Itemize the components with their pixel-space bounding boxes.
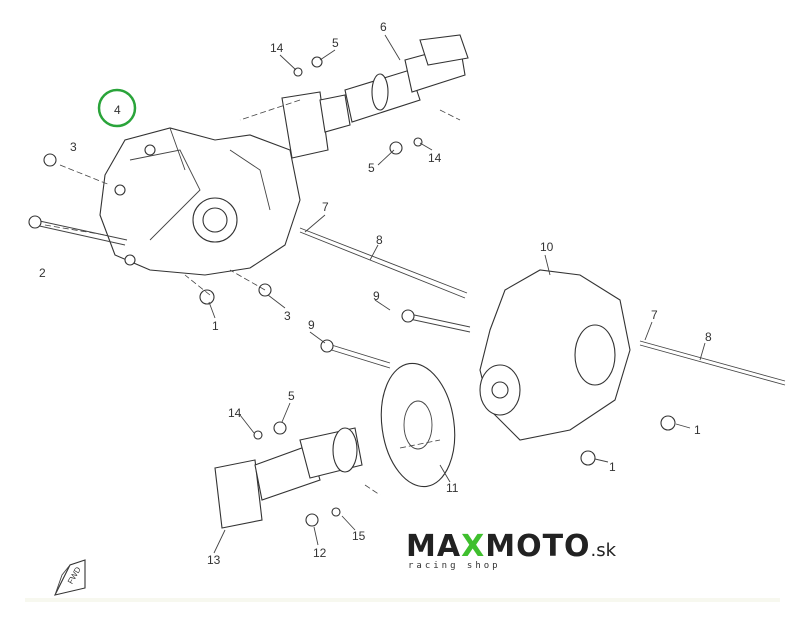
front-drive-shaft [281,34,469,159]
logo-text: MOTO [485,529,591,564]
logo-text: MA [406,529,462,564]
front-differential-housing [99,127,301,276]
callout-9: 9 [373,289,380,303]
forward-direction-icon: FWD [53,559,86,596]
callout-10: 10 [540,240,554,254]
rear-differential-housing [479,269,631,441]
logo-x: X [461,529,486,564]
callout-5: 5 [288,389,295,403]
callout-5: 5 [332,36,339,50]
callout-6: 6 [380,20,387,34]
callout-12: 12 [313,546,327,560]
callout-3: 3 [70,140,77,154]
highlight-circle [97,88,137,128]
logo-tagline: racing shop [408,561,501,571]
leader-lines [44,34,706,554]
callout-8: 8 [705,330,712,344]
logo-domain: .sk [590,540,617,561]
callout-14: 14 [270,41,284,55]
callout-13: 13 [207,553,221,567]
callout-7: 7 [322,200,329,214]
callout-14: 14 [228,406,242,420]
callout-labels: 14 5 6 4 3 5 14 7 8 2 1 3 9 10 7 8 9 5 1… [39,20,712,567]
callout-5: 5 [368,161,375,175]
rear-drive-shaft [214,427,363,529]
callout-2: 2 [39,266,46,280]
footer-strip [25,598,780,602]
callout-1: 1 [212,319,219,333]
callout-14: 14 [428,151,442,165]
callout-4: 4 [114,103,121,117]
callout-15: 15 [352,529,366,543]
callout-9: 9 [308,318,315,332]
callout-1: 1 [609,460,616,474]
brake-disc [380,362,456,488]
bolts-and-shafts [28,56,786,527]
callout-8: 8 [376,233,383,247]
callout-3: 3 [284,309,291,323]
callout-7: 7 [651,308,658,322]
maxmoto-logo: MAXMOTO.sk [406,532,616,566]
callout-1: 1 [694,423,701,437]
callout-11: 11 [446,481,459,495]
